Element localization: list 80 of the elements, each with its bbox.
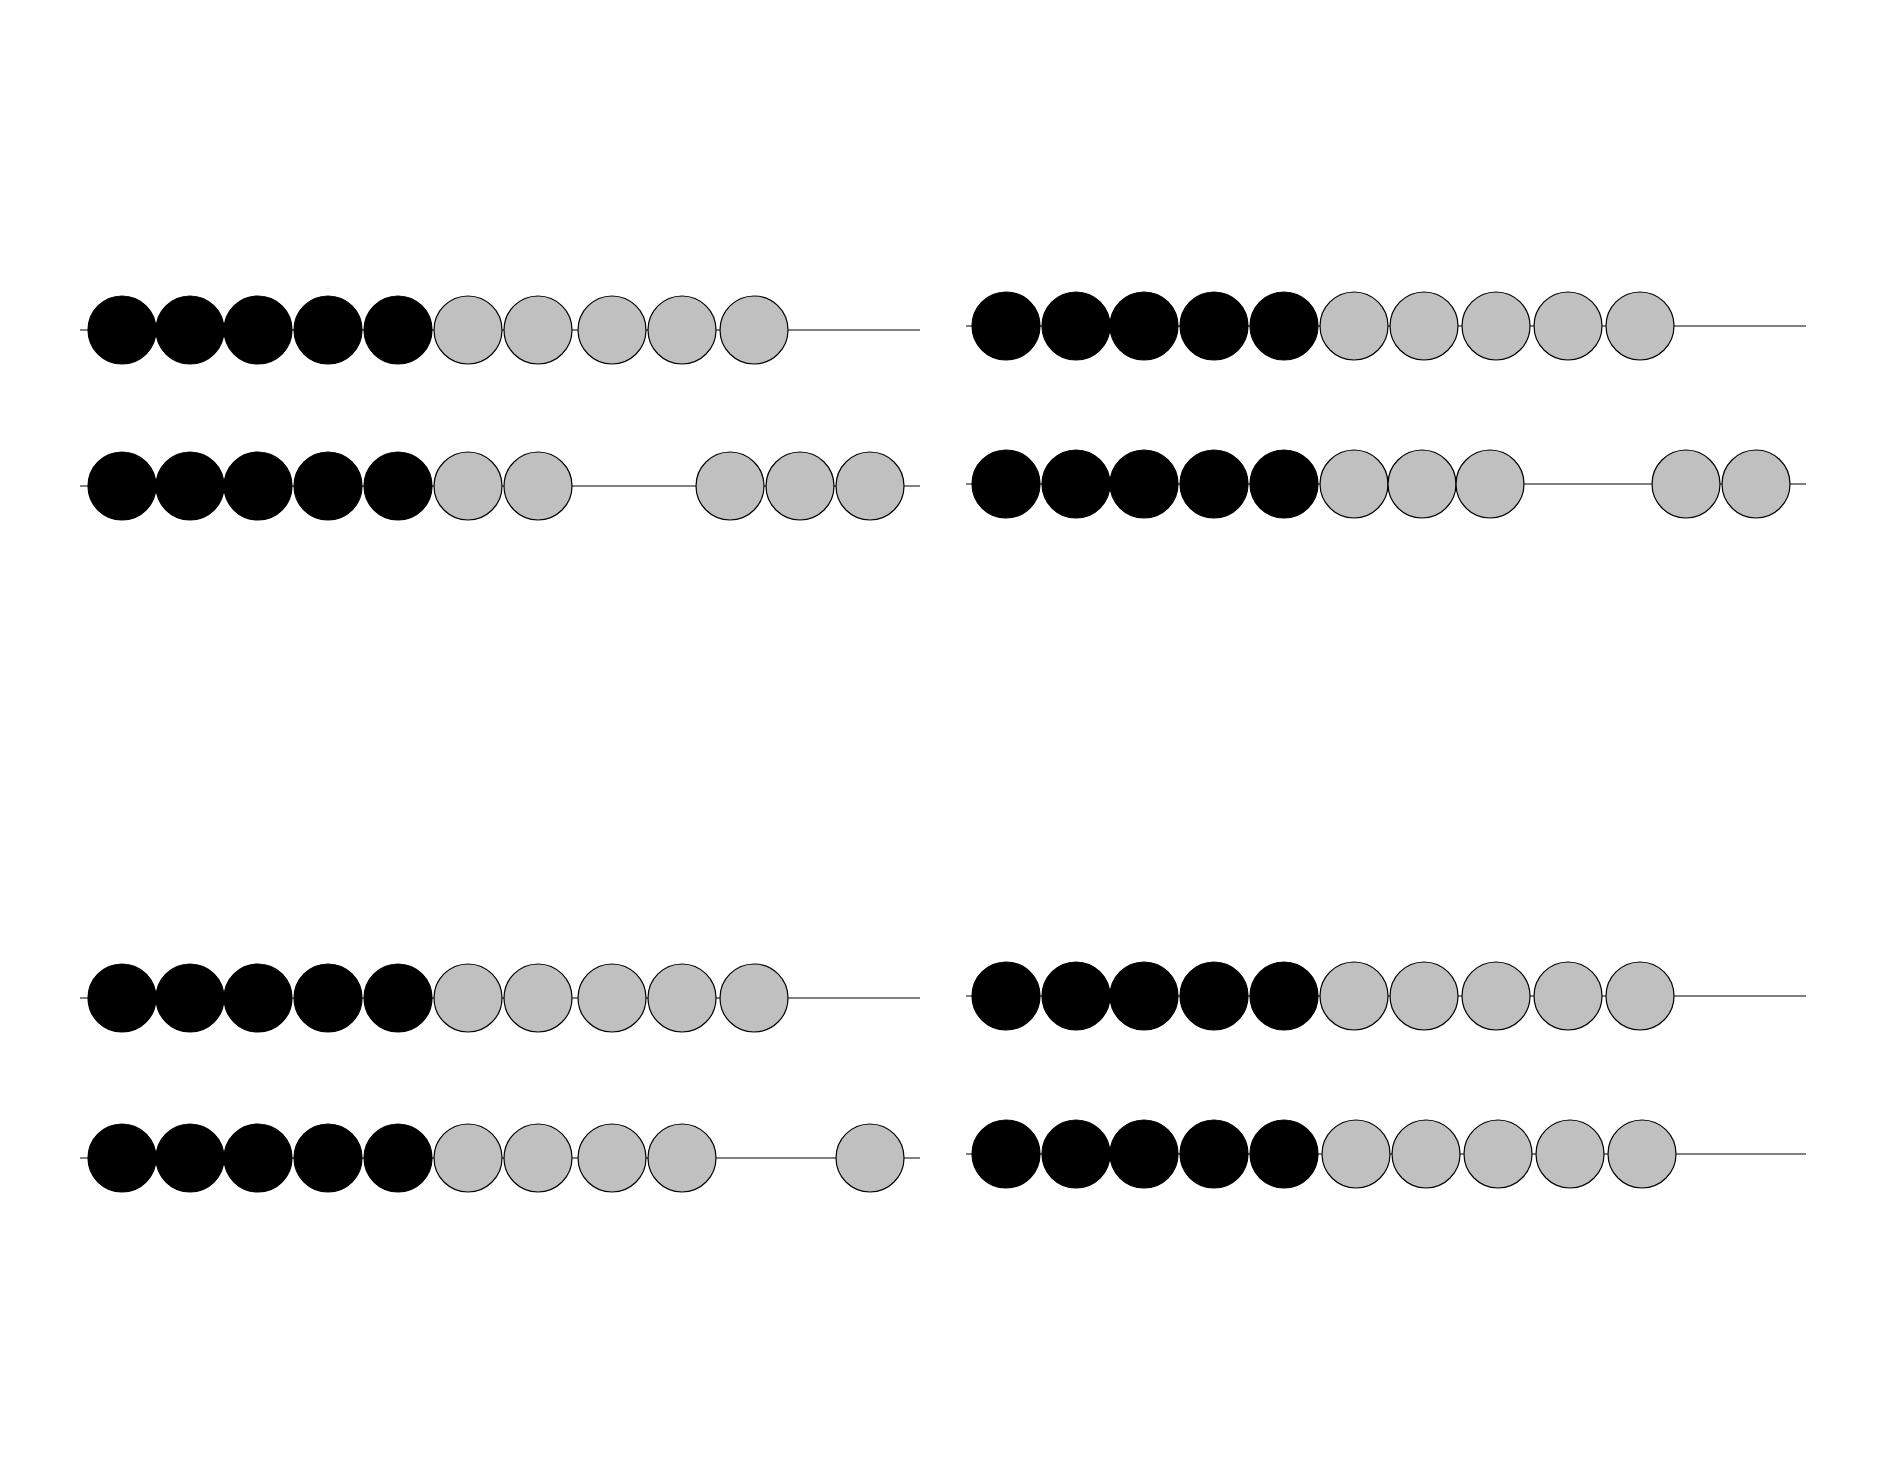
bead bbox=[1461, 291, 1531, 361]
bead bbox=[1455, 449, 1525, 519]
bead bbox=[1463, 1119, 1533, 1189]
bead bbox=[1605, 961, 1675, 1031]
bead bbox=[293, 1123, 363, 1193]
bead bbox=[647, 295, 717, 365]
bead bbox=[503, 963, 573, 1033]
bead bbox=[433, 295, 503, 365]
bead bbox=[1391, 1119, 1461, 1189]
bead bbox=[1321, 1119, 1391, 1189]
bead bbox=[1109, 449, 1179, 519]
bead bbox=[971, 1119, 1041, 1189]
bead bbox=[1319, 449, 1389, 519]
bead bbox=[223, 451, 293, 521]
bead bbox=[1179, 449, 1249, 519]
bead bbox=[1109, 961, 1179, 1031]
bead bbox=[971, 961, 1041, 1031]
bead bbox=[155, 295, 225, 365]
bead bbox=[1041, 291, 1111, 361]
bead bbox=[503, 1123, 573, 1193]
bead bbox=[363, 295, 433, 365]
bead bbox=[1651, 449, 1721, 519]
bead bbox=[1179, 961, 1249, 1031]
bead bbox=[503, 451, 573, 521]
bead bbox=[1605, 291, 1675, 361]
bead bbox=[1109, 291, 1179, 361]
bead bbox=[87, 963, 157, 1033]
bead bbox=[1249, 961, 1319, 1031]
bead bbox=[1535, 1119, 1605, 1189]
bead bbox=[719, 963, 789, 1033]
bead bbox=[695, 451, 765, 521]
bead bbox=[577, 963, 647, 1033]
bead bbox=[363, 963, 433, 1033]
bead bbox=[1721, 449, 1791, 519]
bead bbox=[1109, 1119, 1179, 1189]
bead bbox=[223, 963, 293, 1033]
bead bbox=[155, 451, 225, 521]
bead bbox=[293, 295, 363, 365]
bead bbox=[1607, 1119, 1677, 1189]
bead bbox=[155, 1123, 225, 1193]
bead bbox=[1041, 449, 1111, 519]
bead bbox=[835, 451, 905, 521]
bead bbox=[1249, 1119, 1319, 1189]
bead bbox=[433, 963, 503, 1033]
bead bbox=[971, 449, 1041, 519]
bead bbox=[1387, 449, 1457, 519]
bead bbox=[647, 963, 717, 1033]
bead bbox=[363, 451, 433, 521]
bead bbox=[1461, 961, 1531, 1031]
bead bbox=[1533, 291, 1603, 361]
bead bbox=[87, 1123, 157, 1193]
bead bbox=[1249, 291, 1319, 361]
bead bbox=[1041, 1119, 1111, 1189]
bead bbox=[1389, 961, 1459, 1031]
bead bbox=[835, 1123, 905, 1193]
bead bbox=[87, 451, 157, 521]
bead bbox=[1533, 961, 1603, 1031]
bead bbox=[433, 1123, 503, 1193]
bead bbox=[647, 1123, 717, 1193]
bead bbox=[971, 291, 1041, 361]
bead bbox=[577, 295, 647, 365]
bead bbox=[1319, 291, 1389, 361]
bead bbox=[155, 963, 225, 1033]
bead bbox=[1389, 291, 1459, 361]
bead bbox=[577, 1123, 647, 1193]
bead bbox=[293, 451, 363, 521]
bead bbox=[1179, 291, 1249, 361]
bead bbox=[223, 1123, 293, 1193]
bead bbox=[293, 963, 363, 1033]
bead bbox=[1249, 449, 1319, 519]
bead bbox=[1041, 961, 1111, 1031]
bead bbox=[1319, 961, 1389, 1031]
bead bbox=[363, 1123, 433, 1193]
bead bbox=[223, 295, 293, 365]
bead bbox=[765, 451, 835, 521]
bead bbox=[433, 451, 503, 521]
bead bbox=[1179, 1119, 1249, 1189]
bead bbox=[719, 295, 789, 365]
bead bbox=[503, 295, 573, 365]
bead bbox=[87, 295, 157, 365]
